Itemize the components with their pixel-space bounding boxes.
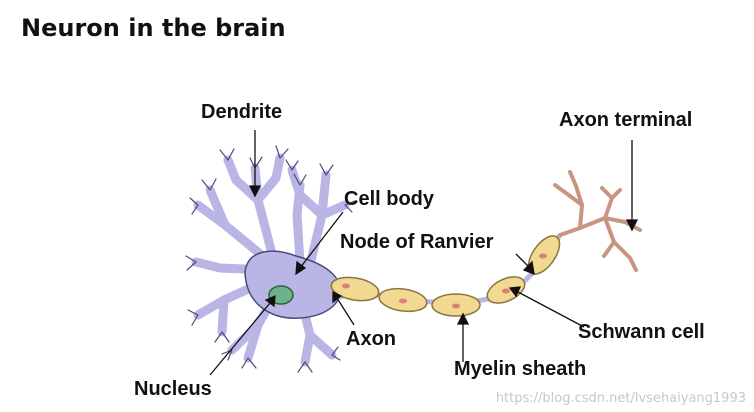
label-dendrite: Dendrite	[201, 101, 283, 123]
label-cell-body: Cell body	[344, 188, 435, 210]
leader-lines	[209, 130, 639, 376]
axon-terminal-branches	[553, 170, 642, 272]
cell-body-shape	[244, 250, 342, 319]
label-axon-terminal: Axon terminal	[559, 109, 693, 131]
label-axon: Axon	[346, 328, 396, 350]
label-schwann-cell: Schwann cell	[578, 321, 705, 343]
watermark: https://blog.csdn.net/lvsehaiyang1993	[495, 391, 746, 406]
label-node-of-ranvier: Node of Ranvier	[340, 231, 494, 253]
label-myelin-sheath: Myelin sheath	[454, 358, 587, 380]
page-title: Neuron in the brain	[21, 14, 286, 42]
label-nucleus: Nucleus	[134, 378, 212, 400]
